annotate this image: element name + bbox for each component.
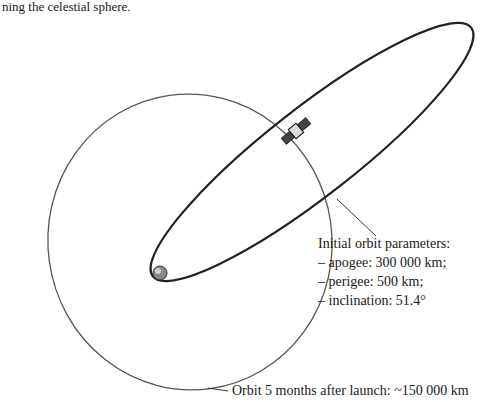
earth-highlight xyxy=(155,268,161,274)
leader-line xyxy=(337,199,376,236)
parameter-line: – apogee: 300 000 km; xyxy=(318,255,446,271)
parameter-line: – inclination: 51.4° xyxy=(318,293,426,309)
satellite xyxy=(280,116,312,146)
later-orbit xyxy=(29,76,351,402)
initial-orbit xyxy=(126,0,488,311)
orbit-note: Orbit 5 months after launch: ~150 000 km xyxy=(232,383,469,399)
parameter-line: – perigee: 500 km; xyxy=(318,274,423,290)
cut-off-caption: ning the celestial sphere. xyxy=(2,0,131,15)
parameters-heading: Initial orbit parameters: xyxy=(318,236,450,252)
leader-line xyxy=(208,388,228,391)
earth xyxy=(153,266,167,280)
